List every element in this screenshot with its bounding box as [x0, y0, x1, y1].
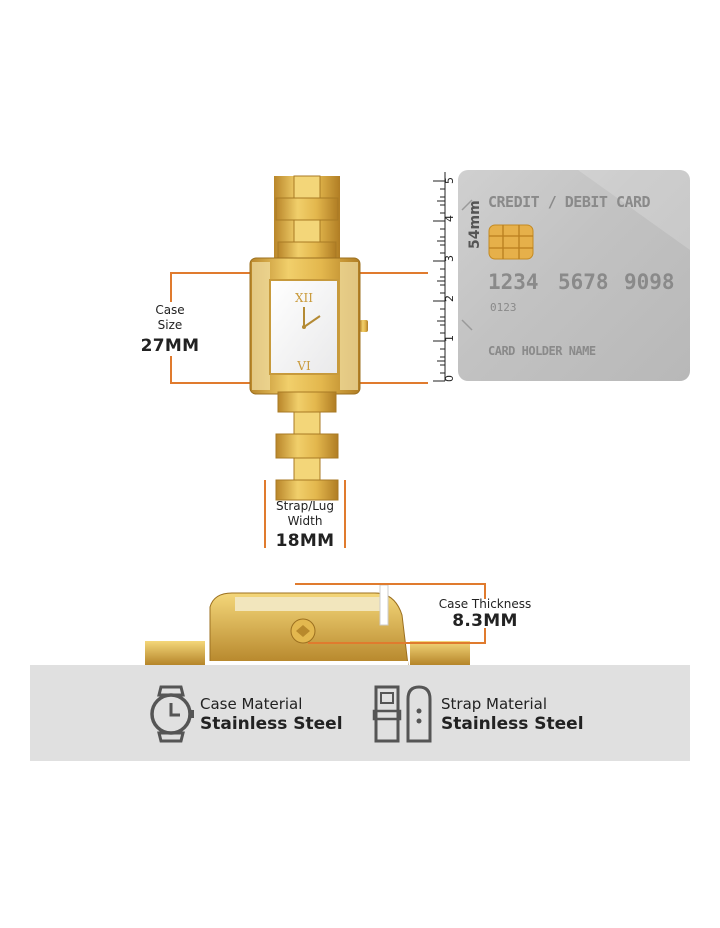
materials-bar: Case Material Stainless Steel Strap Mate… [30, 665, 690, 761]
watch-front-illustration: XII VI [249, 175, 368, 501]
thickness-label: Case Thickness [438, 597, 532, 611]
thickness-bracket-top [484, 583, 486, 599]
case-size-label: Case Size [155, 303, 185, 332]
strap-bracket-right [344, 480, 346, 548]
credit-card: 54mm CREDIT / DEBIT CARD 1234 5678 9098 … [458, 170, 690, 381]
card-small-number: 0123 [490, 301, 517, 314]
ruler-tick-3: 3 [443, 255, 456, 262]
thickness-line-top [295, 583, 485, 585]
ruler-tick-5: 5 [443, 177, 456, 184]
card-number-1: 1234 [488, 270, 539, 294]
strap-value: 18MM [275, 531, 335, 551]
ruler-tick-1: 1 [443, 335, 456, 342]
card-chip-icon [488, 224, 534, 260]
strap-bracket-left [264, 480, 266, 548]
strap-material-value: Stainless Steel [441, 714, 584, 734]
ruler: 0 1 2 3 4 5 [423, 170, 458, 382]
thickness-line-bottom [308, 642, 485, 644]
case-size-bracket-bottom [170, 356, 172, 383]
case-material-value: Stainless Steel [200, 714, 343, 734]
ruler-tick-0: 0 [443, 375, 456, 382]
ruler-tick-2: 2 [443, 295, 456, 302]
watch-icon [150, 685, 194, 743]
watch-side-illustration [145, 585, 470, 665]
card-holder-name: CARD HOLDER NAME [488, 344, 596, 358]
card-number-3: 9098 [624, 270, 675, 294]
svg-text:VI: VI [296, 359, 311, 373]
case-size-value: 27MM [140, 336, 200, 356]
card-height-label: 54mm [467, 200, 483, 249]
ruler-tick-4: 4 [443, 215, 456, 222]
thickness-value: 8.3MM [452, 611, 518, 631]
case-size-bracket-top [170, 272, 172, 302]
strap-material-title: Strap Material [441, 695, 547, 713]
strap-label: Strap/Lug Width [276, 499, 334, 528]
card-title: CREDIT / DEBIT CARD [488, 193, 651, 211]
svg-text:XII: XII [295, 291, 313, 305]
card-number-2: 5678 [558, 270, 609, 294]
thickness-bracket-bottom [484, 628, 486, 644]
strap-icon [372, 685, 432, 743]
case-material-title: Case Material [200, 695, 303, 713]
